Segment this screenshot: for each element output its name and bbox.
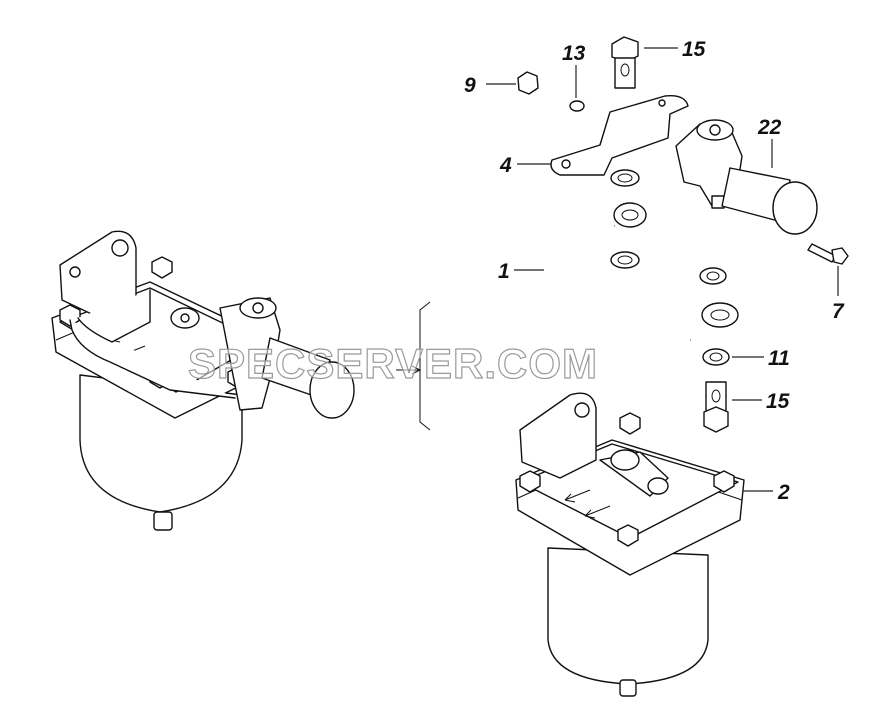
callout-4: 4 xyxy=(499,154,512,177)
callout-15-top: 15 xyxy=(682,38,706,61)
part-15-bolt-lower xyxy=(703,381,729,433)
explosion-bracket xyxy=(396,301,431,431)
callout-9: 9 xyxy=(464,74,476,97)
callout-1: 1 xyxy=(498,260,510,283)
leader-lines xyxy=(486,47,839,492)
part-4-bracket xyxy=(550,95,689,176)
part-13-washer xyxy=(569,100,585,112)
washers xyxy=(610,169,730,366)
callout-15-lower: 15 xyxy=(766,390,790,413)
assembled-filter xyxy=(51,230,355,531)
part-7-screw xyxy=(807,243,849,265)
callout-11: 11 xyxy=(768,347,790,370)
part-9-nut xyxy=(517,71,539,95)
callout-22: 22 xyxy=(757,116,782,139)
watermark: SPECSERVER.COM xyxy=(188,340,598,387)
callouts: 9 13 15 4 22 1 7 11 15 2 xyxy=(464,38,845,504)
callout-7: 7 xyxy=(832,300,845,323)
callout-13: 13 xyxy=(562,42,586,65)
part-15-bolt-top xyxy=(611,36,639,89)
callout-2: 2 xyxy=(777,481,790,504)
part-1-pipe xyxy=(559,202,739,355)
part-2-filter xyxy=(515,392,745,697)
part-22-hand-pump xyxy=(675,119,818,235)
